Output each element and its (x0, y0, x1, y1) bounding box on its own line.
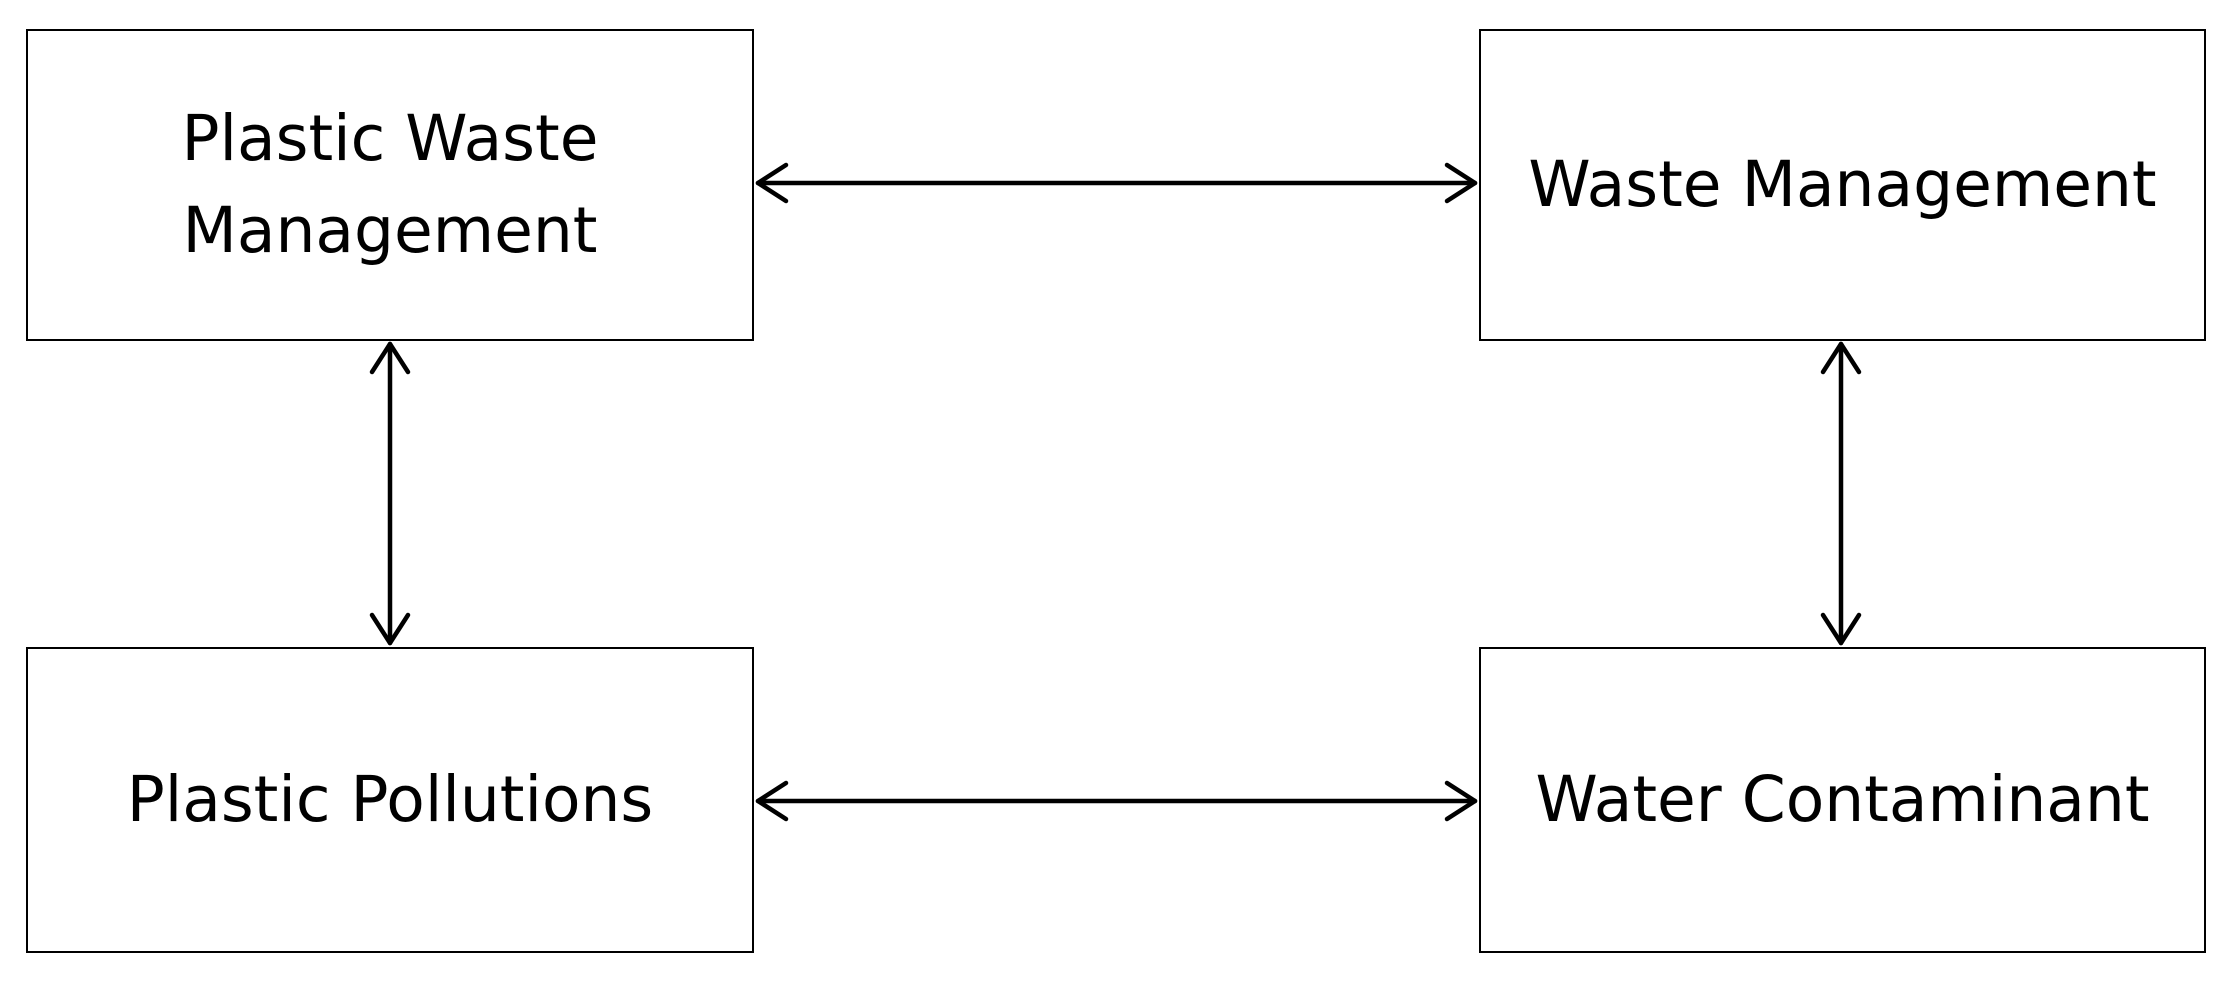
node-label-line: Management (182, 194, 598, 267)
edge-plastic-waste-management-waste-management (755, 162, 1478, 204)
node-plastic-waste-management: Plastic Waste Management (26, 29, 754, 341)
edge-waste-management-water-contaminant (1820, 341, 1862, 646)
node-label: Waste Management (1528, 139, 2156, 231)
node-water-contaminant: Water Contaminant (1479, 647, 2206, 953)
node-plastic-pollutions: Plastic Pollutions (26, 647, 754, 953)
node-label: Plastic Pollutions (127, 754, 654, 846)
node-label-line: Waste Management (1528, 148, 2157, 221)
node-label-line: Plastic Pollutions (126, 763, 654, 836)
node-label-line: Water Contaminant (1535, 763, 2150, 836)
edge-plastic-pollutions-water-contaminant (755, 780, 1478, 822)
node-waste-management: Waste Management (1479, 29, 2206, 341)
edge-plastic-waste-management-plastic-pollutions (369, 341, 411, 646)
node-label: Water Contaminant (1535, 754, 2149, 846)
node-label-line: Plastic Waste (181, 102, 599, 175)
node-label: Plastic Waste Management (182, 93, 599, 277)
